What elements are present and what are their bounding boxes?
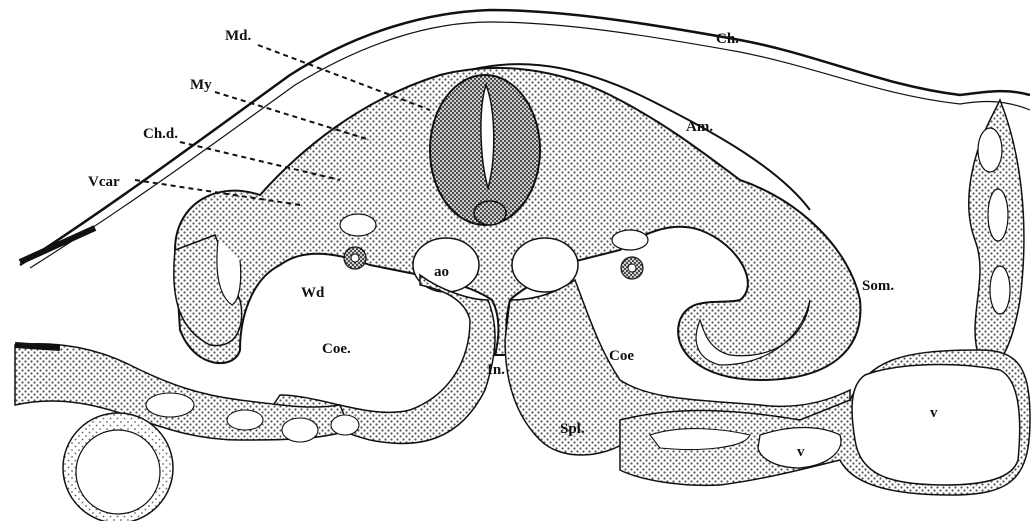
right-vesicle-hole-3	[990, 266, 1010, 314]
chorion-thick-end	[20, 228, 95, 262]
label-my: My	[190, 77, 212, 93]
leader-my	[215, 92, 370, 140]
left-vitelline-ring-lumen	[76, 430, 160, 514]
label-ch: Ch.	[716, 31, 739, 47]
label-coe-left: Coe.	[322, 341, 351, 357]
right-vesicle-hole-1	[978, 128, 1002, 172]
label-v-large: v	[930, 405, 938, 421]
label-chd: Ch.d.	[143, 126, 178, 142]
vessel-v-large	[852, 365, 1020, 485]
leader-md	[258, 45, 430, 110]
wolffian-duct-right-lumen	[628, 264, 636, 272]
cardinal-vein-right	[612, 230, 648, 250]
left-vessel-hole-4	[331, 415, 359, 435]
left-thick-end	[15, 345, 60, 348]
label-am: Am.	[686, 119, 713, 135]
left-vessel-hole-3	[282, 418, 318, 442]
left-vessel-hole-1	[146, 393, 194, 417]
label-md: Md.	[225, 28, 252, 44]
label-coe-right: Coe	[609, 348, 634, 364]
notochord	[474, 201, 506, 225]
left-vessel-hole-2	[227, 410, 263, 430]
right-vesicle-hole-2	[988, 189, 1008, 241]
label-ao: ao	[434, 264, 449, 280]
wolffian-duct-left-lumen	[351, 254, 359, 262]
label-in: In.	[487, 362, 505, 378]
cardinal-vein-left	[340, 214, 376, 236]
label-vcar: Vcar	[88, 174, 120, 190]
label-v-small: v	[797, 444, 805, 460]
label-spl: Spl.	[560, 421, 585, 437]
label-wd: Wd	[301, 285, 325, 301]
label-som: Som.	[862, 278, 894, 294]
